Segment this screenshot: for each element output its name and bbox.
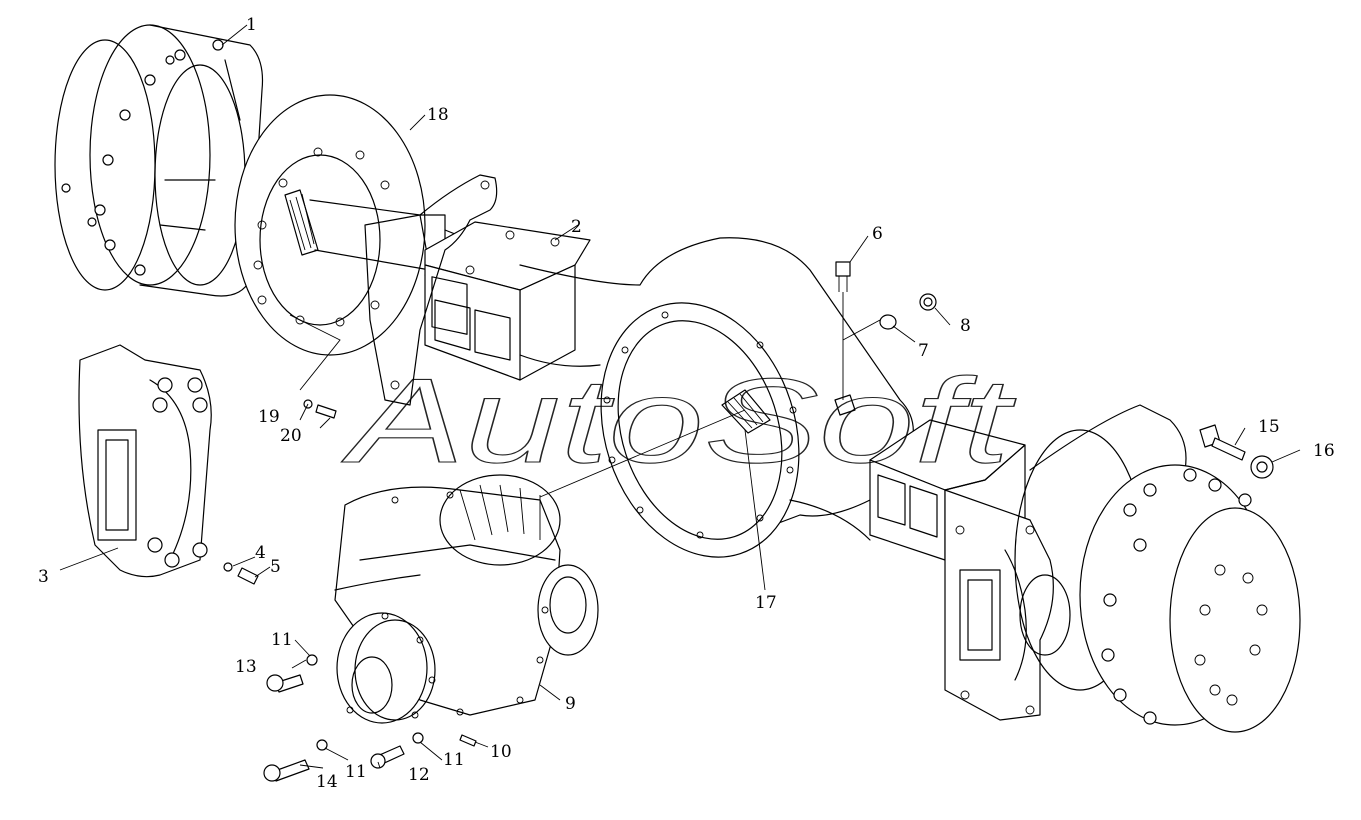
right-wheel-hub xyxy=(1014,404,1301,733)
callout-12: 12 xyxy=(408,765,430,785)
left-wheel-hub xyxy=(54,24,264,297)
fasteners xyxy=(223,261,1274,782)
callout-5: 5 xyxy=(270,557,281,577)
anchor-plate xyxy=(364,174,498,406)
callout-17: 17 xyxy=(755,593,777,613)
left-caliper xyxy=(78,344,212,578)
callout-1: 1 xyxy=(246,15,257,35)
callout-15: 15 xyxy=(1258,417,1280,437)
leader-lines xyxy=(59,24,1301,769)
callout-18: 18 xyxy=(427,105,449,125)
callout-10: 10 xyxy=(490,742,512,762)
callout-13: 13 xyxy=(235,657,257,677)
drum-inner-holes xyxy=(1194,564,1268,706)
callout-9: 9 xyxy=(565,694,576,714)
callout-7: 7 xyxy=(918,341,929,361)
callout-2: 2 xyxy=(571,217,582,237)
callout-3: 3 xyxy=(38,567,49,587)
axle-housing xyxy=(519,237,914,558)
callout-16: 16 xyxy=(1313,441,1335,461)
shaft-spline xyxy=(721,389,771,434)
callout-11c: 11 xyxy=(443,750,465,770)
watermark-text: AutoSoft xyxy=(341,354,1016,488)
right-spring-seat xyxy=(869,419,1026,561)
hub-bolt-ring xyxy=(61,39,224,276)
callout-11b: 11 xyxy=(345,762,367,782)
reducer-flange-holes xyxy=(391,491,549,716)
callout-4: 4 xyxy=(255,543,266,563)
callout-14: 14 xyxy=(316,772,338,792)
callout-20: 20 xyxy=(280,426,302,446)
disc-bolt-holes xyxy=(253,147,390,327)
callout-11a: 11 xyxy=(271,630,293,650)
right-caliper xyxy=(944,489,1071,721)
left-brake-disc xyxy=(234,94,426,356)
drum-bolt-ring xyxy=(1101,468,1252,725)
callout-6: 6 xyxy=(872,224,883,244)
caliper-bolts xyxy=(147,377,208,568)
callout-19: 19 xyxy=(258,407,280,427)
main-reducer xyxy=(334,474,599,724)
housing-bolt-ring xyxy=(603,311,797,539)
callout-labels: 1 2 3 4 5 6 7 8 9 10 11 11 11 12 13 14 1… xyxy=(38,15,1335,792)
callout-8: 8 xyxy=(960,316,971,336)
left-spring-seat xyxy=(424,221,591,381)
